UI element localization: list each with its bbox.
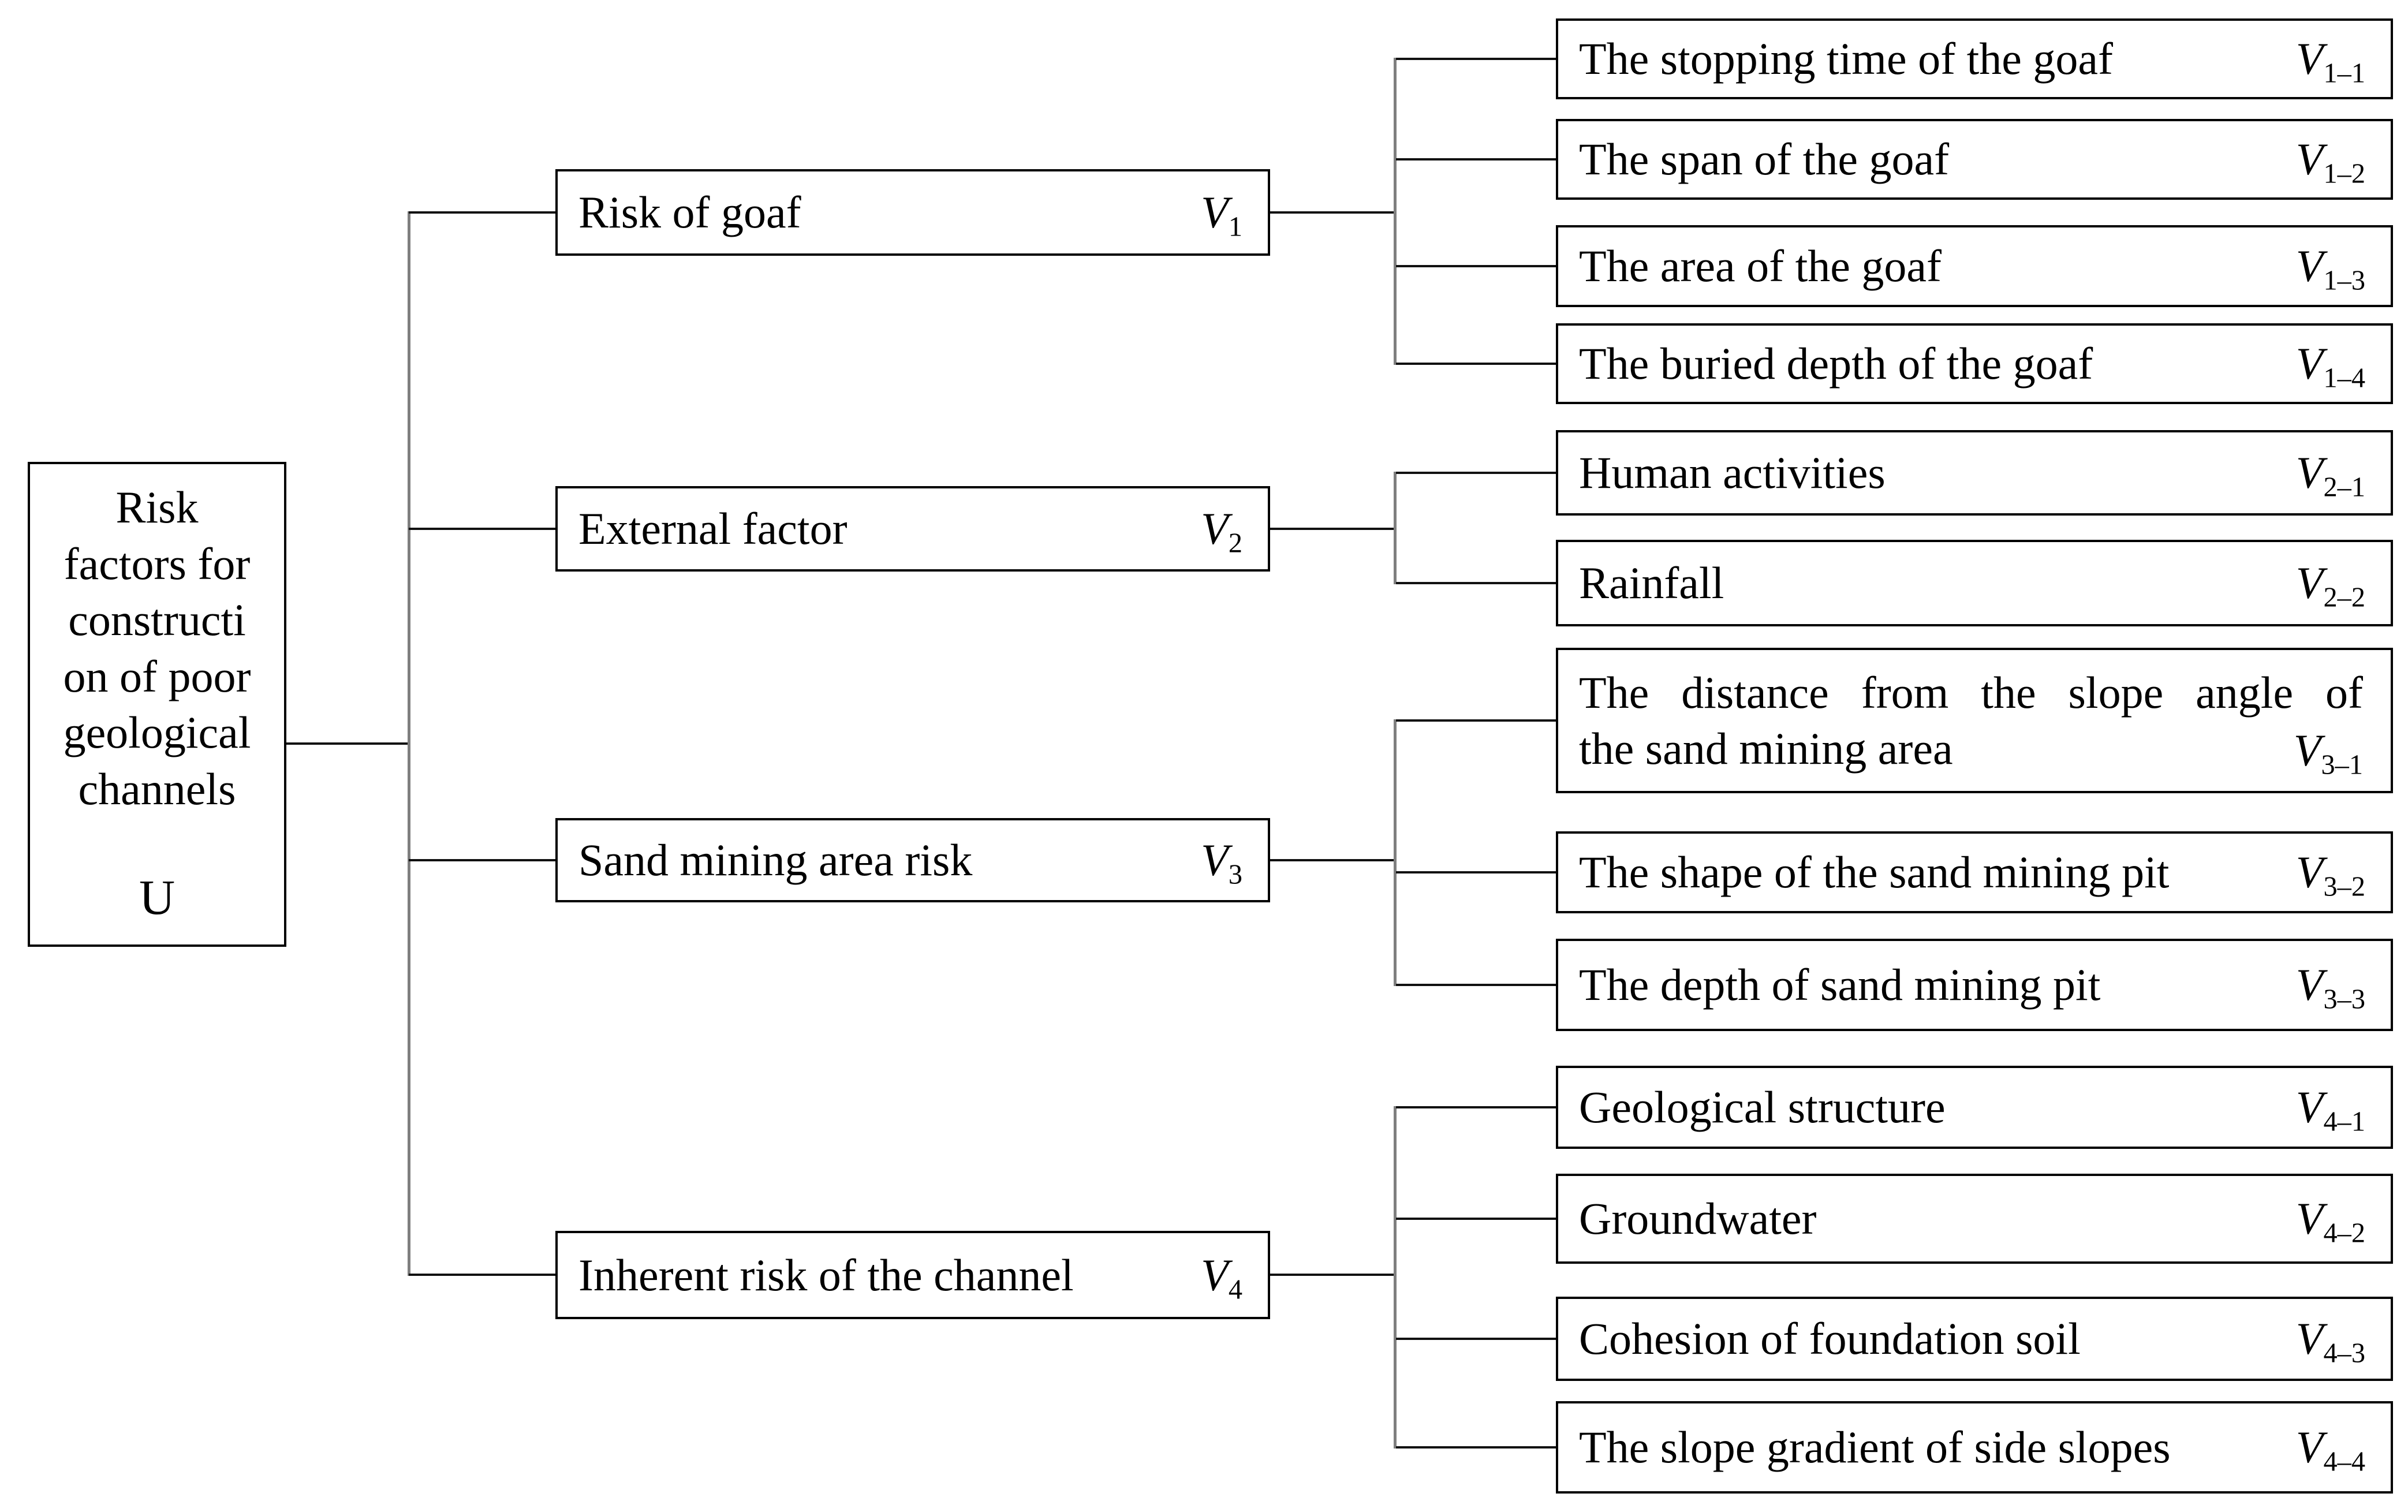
child-box-v4-2: Groundwater V4–2	[1556, 1174, 2393, 1264]
node-symbol: V1–2	[2295, 134, 2365, 189]
parent-box-v2: External factor V2	[555, 486, 1270, 572]
child-box-v1-4: The buried depth of the goaf V1–4	[1556, 323, 2393, 404]
node-symbol: V4–4	[2295, 1422, 2365, 1477]
node-label: Cohesion of foundation soil	[1579, 1313, 2081, 1364]
child-box-v3-3: The depth of sand mining pit V3–3	[1556, 939, 2393, 1031]
connector-branch-v1-1	[1396, 58, 1556, 60]
node-symbol: V1–4	[2295, 338, 2365, 394]
node-label: The area of the goaf	[1579, 241, 1942, 292]
node-symbol: V3–3	[2295, 960, 2365, 1015]
child-box-v1-2: The span of the goaf V1–2	[1556, 119, 2393, 200]
node-label: Inherent risk of the channel	[578, 1249, 1074, 1300]
node-symbol: V2–1	[2295, 447, 2365, 503]
node-label: The span of the goaf	[1579, 134, 1950, 185]
child-box-v4-4: The slope gradient of side slopes V4–4	[1556, 1401, 2393, 1494]
node-label: The slope gradient of side slopes	[1579, 1422, 2171, 1473]
node-symbol: V4–3	[2295, 1313, 2365, 1369]
connector-branch-v3-1	[1396, 719, 1556, 722]
connector-branch-v4	[409, 1274, 555, 1276]
child-box-v2-2: Rainfall V2–2	[1556, 540, 2393, 626]
node-label: Risk of goaf	[578, 187, 801, 238]
node-label: The stopping time of the goaf	[1579, 33, 2113, 84]
node-symbol: V2–2	[2295, 558, 2365, 613]
node-label: External factor	[578, 503, 848, 554]
node-label: The shape of the sand mining pit	[1579, 847, 2170, 898]
node-symbol: V1–3	[2295, 241, 2365, 296]
node-label-line1: The distance from the slope angle of	[1579, 667, 2363, 718]
connector-branch-v4-4	[1396, 1446, 1556, 1448]
node-symbol: V4–2	[2295, 1193, 2365, 1249]
connector-branch-v3-2	[1396, 871, 1556, 873]
root-box: Risk factors for constructi on of poor g…	[28, 462, 286, 947]
connector-branch-v2-2	[1396, 582, 1556, 584]
node-label: The depth of sand mining pit	[1579, 960, 2101, 1010]
node-label: Rainfall	[1579, 558, 1724, 608]
child-box-v3-1: The distance from the slope angle of the…	[1556, 648, 2393, 793]
connector-branch-v4-3	[1396, 1338, 1556, 1340]
child-box-v3-2: The shape of the sand mining pit V3–2	[1556, 831, 2393, 913]
connector-v4-out	[1270, 1274, 1396, 1276]
connector-trunk-v2-children	[1394, 472, 1397, 584]
node-label: Geological structure	[1579, 1082, 1946, 1133]
node-symbol: V3	[1201, 835, 1242, 890]
connector-v1-out	[1270, 211, 1396, 214]
connector-trunk-v3-children	[1394, 719, 1397, 986]
node-symbol: V3–1	[2293, 725, 2363, 780]
connector-branch-v2-1	[1396, 472, 1556, 474]
node-label: The buried depth of the goaf	[1579, 338, 2093, 389]
connector-root	[286, 742, 410, 745]
node-symbol: V1–1	[2295, 33, 2365, 89]
child-box-v1-3: The area of the goaf V1–3	[1556, 225, 2393, 307]
root-label-line: channels	[78, 763, 236, 814]
connector-branch-v3-3	[1396, 984, 1556, 986]
root-label-line: factors for	[64, 538, 251, 589]
child-box-v2-1: Human activities V2–1	[1556, 430, 2393, 516]
parent-box-v1: Risk of goaf V1	[555, 169, 1270, 256]
child-box-v4-1: Geological structure V4–1	[1556, 1066, 2393, 1149]
parent-box-v4: Inherent risk of the channel V4	[555, 1231, 1270, 1319]
root-label-line: on of poor	[63, 651, 251, 701]
child-box-v1-1: The stopping time of the goaf V1–1	[1556, 18, 2393, 99]
connector-trunk-v1-children	[1394, 58, 1397, 365]
connector-branch-v1-4	[1396, 363, 1556, 365]
node-label: Sand mining area risk	[578, 835, 973, 886]
connector-v2-out	[1270, 528, 1396, 530]
node-symbol: V4	[1201, 1249, 1242, 1305]
root-label-line: geological	[63, 707, 251, 757]
node-symbol: V3–2	[2295, 847, 2365, 902]
root-label-line: constructi	[68, 595, 246, 645]
root-label-line: Risk	[115, 482, 199, 532]
node-label: Human activities	[1579, 447, 1886, 498]
node-label-line2: the sand mining area	[1579, 723, 1953, 774]
connector-branch-v2	[409, 528, 555, 530]
connector-trunk-v4-children	[1394, 1106, 1397, 1448]
node-symbol: V1	[1201, 187, 1242, 242]
node-symbol: V4–1	[2295, 1082, 2365, 1137]
parent-box-v3: Sand mining area risk V3	[555, 818, 1270, 902]
child-box-v4-3: Cohesion of foundation soil V4–3	[1556, 1297, 2393, 1381]
connector-branch-v1	[409, 211, 555, 214]
root-symbol: U	[139, 869, 176, 925]
connector-trunk-level1	[408, 211, 410, 1276]
node-symbol: V2	[1201, 503, 1242, 559]
connector-branch-v3	[409, 859, 555, 861]
connector-branch-v1-2	[1396, 158, 1556, 160]
connector-branch-v4-1	[1396, 1106, 1556, 1108]
connector-branch-v1-3	[1396, 265, 1556, 267]
connector-v3-out	[1270, 859, 1396, 861]
node-label: Groundwater	[1579, 1193, 1817, 1244]
connector-branch-v4-2	[1396, 1218, 1556, 1220]
